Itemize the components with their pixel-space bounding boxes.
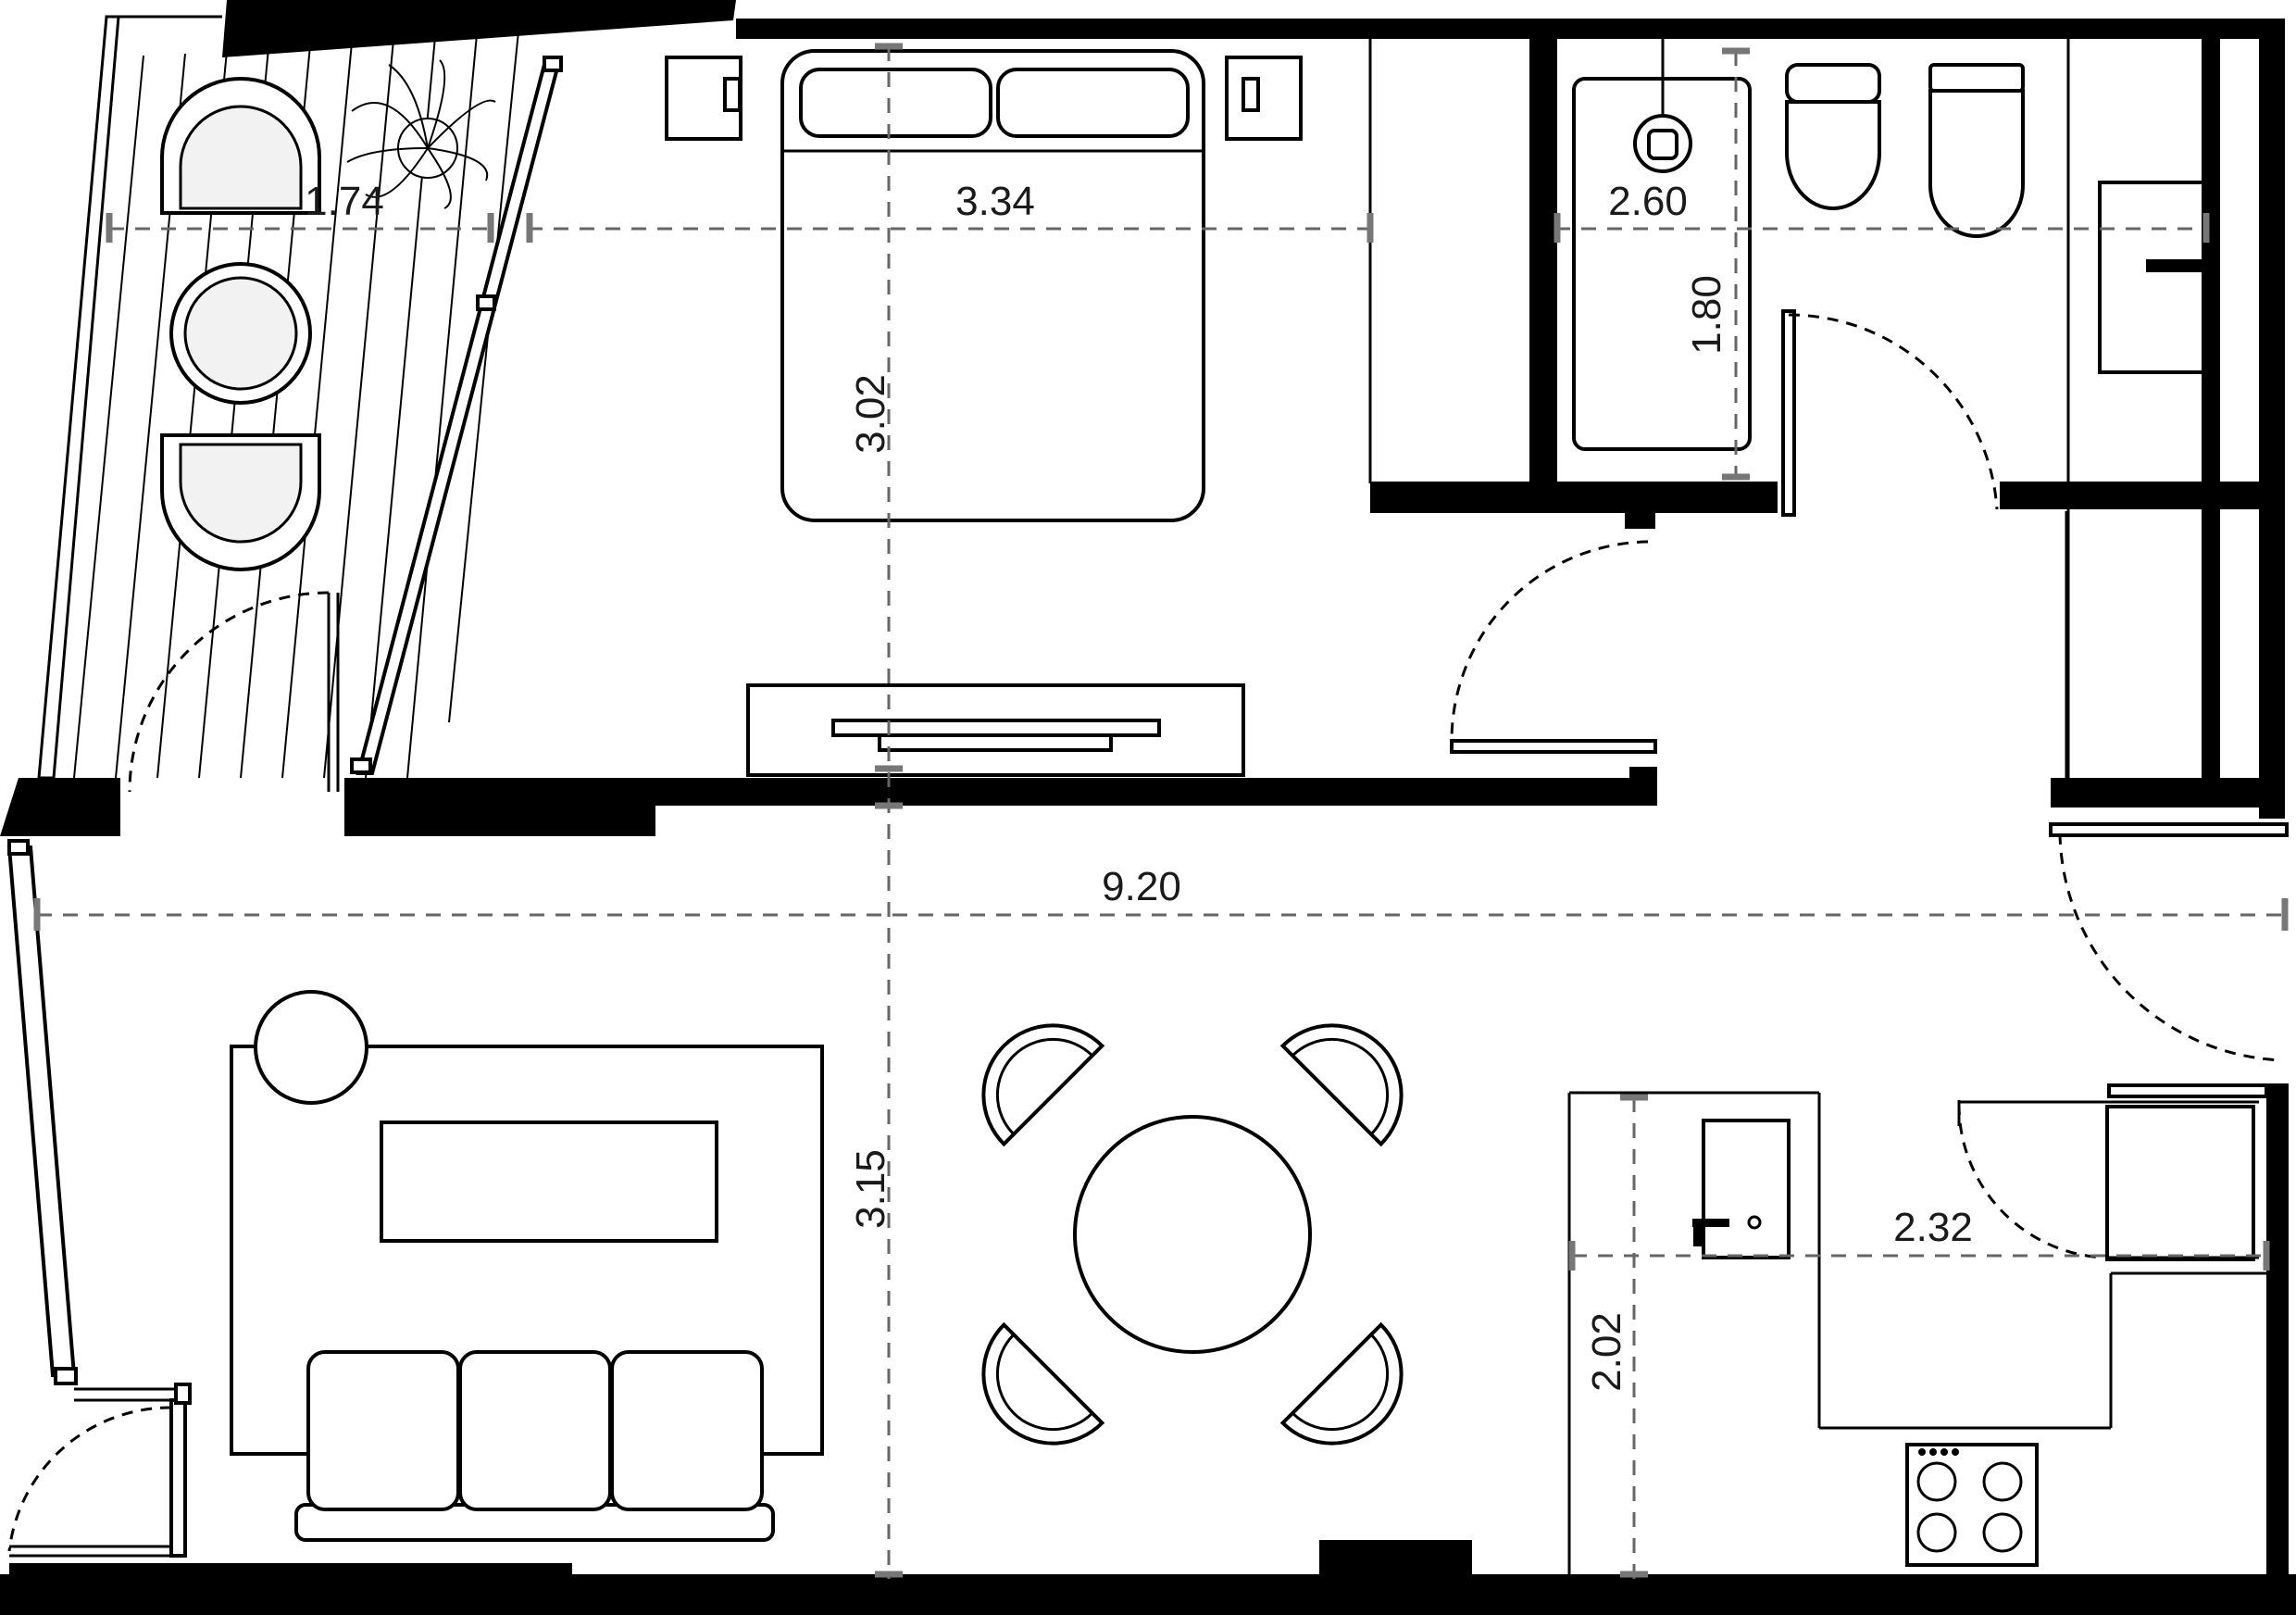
- balcony-chair-1: [160, 77, 321, 215]
- balcony-chair-2: [160, 433, 321, 571]
- wall-bottom-column: [1319, 1540, 1472, 1582]
- dim-label-balcony-width: 1.74: [305, 179, 384, 224]
- balcony: [37, 15, 563, 793]
- dim-label-kitchen-depth: 2.02: [1584, 1312, 1629, 1392]
- balcony-table: [169, 262, 312, 405]
- dim-label-apartment-length: 9.20: [1102, 864, 1181, 909]
- toilet: [1785, 63, 1881, 210]
- balcony-glazing: [356, 56, 563, 775]
- nightstand-right: [1225, 56, 1303, 141]
- dining-chair: [1279, 1321, 1404, 1446]
- wall-right-inner: [2202, 39, 2220, 794]
- wall-bath-vertical: [1529, 39, 1557, 489]
- bedroom-door: [1450, 540, 1657, 754]
- wall-bath-stub: [1625, 508, 1655, 529]
- wall-right-lower: [2266, 1083, 2289, 1593]
- kitchen-sink: [1702, 1119, 1791, 1259]
- wall-hall-bottom: [2051, 778, 2266, 808]
- dining-set: [981, 1023, 1404, 1446]
- wall-middle-left: [344, 778, 655, 836]
- wall-top-balcony: [222, 0, 736, 57]
- bedroom: [665, 49, 1303, 777]
- entrance-door: [2049, 822, 2289, 1062]
- plant-icon: [346, 59, 496, 209]
- dining-chair: [981, 1321, 1105, 1446]
- floor-lamp-icon: [254, 990, 368, 1105]
- bed: [780, 49, 1205, 522]
- kitchen: [1692, 1083, 2268, 1567]
- wall-middle-end: [1629, 767, 1657, 806]
- wardrobe-door-swing: [1957, 1103, 2104, 1259]
- wardrobe: [1957, 1083, 2268, 1261]
- sofa: [294, 1350, 775, 1542]
- wall-right: [2259, 19, 2285, 819]
- wall-top: [736, 19, 2259, 39]
- wall-middle: [648, 778, 1657, 806]
- dining-chair: [1279, 1023, 1404, 1147]
- wall-left-stub: [0, 778, 120, 836]
- wall-bottom-left: [9, 1563, 572, 1584]
- living-door-swing: [7, 1406, 172, 1552]
- bathroom: [1572, 39, 2205, 517]
- pillow-right: [996, 68, 1190, 138]
- tv: [831, 719, 1161, 737]
- coffee-table: [380, 1120, 718, 1243]
- dining-chair: [981, 1023, 1105, 1147]
- dim-label-kitchen-width: 2.32: [1893, 1205, 1973, 1250]
- dim-label-bathroom-width: 2.60: [1608, 179, 1688, 224]
- pillow-left: [799, 68, 992, 138]
- dim-label-bedroom-width: 3.34: [955, 179, 1035, 224]
- balcony-railing: [37, 15, 120, 780]
- dimension-lines: [33, 43, 2289, 1579]
- bidet: [1928, 63, 2025, 238]
- living-room: [6, 839, 1404, 1558]
- dining-table: [1073, 1115, 1312, 1354]
- dim-label-living-depth: 3.15: [848, 1149, 893, 1229]
- thin-partitions: [1368, 39, 2266, 1579]
- bathroom-door-swing: [1788, 313, 1999, 510]
- living-window: [6, 845, 77, 1377]
- dim-label-bathtub-length: 1.80: [1684, 275, 1729, 355]
- sink: [2098, 181, 2205, 374]
- wall-wc-bottom: [2000, 482, 2259, 509]
- dim-label-bedroom-depth: 3.02: [848, 374, 893, 454]
- cooktop: [1905, 1443, 2039, 1567]
- balcony-door-swing: [128, 591, 330, 793]
- wall-bath-bottom: [1370, 482, 1778, 513]
